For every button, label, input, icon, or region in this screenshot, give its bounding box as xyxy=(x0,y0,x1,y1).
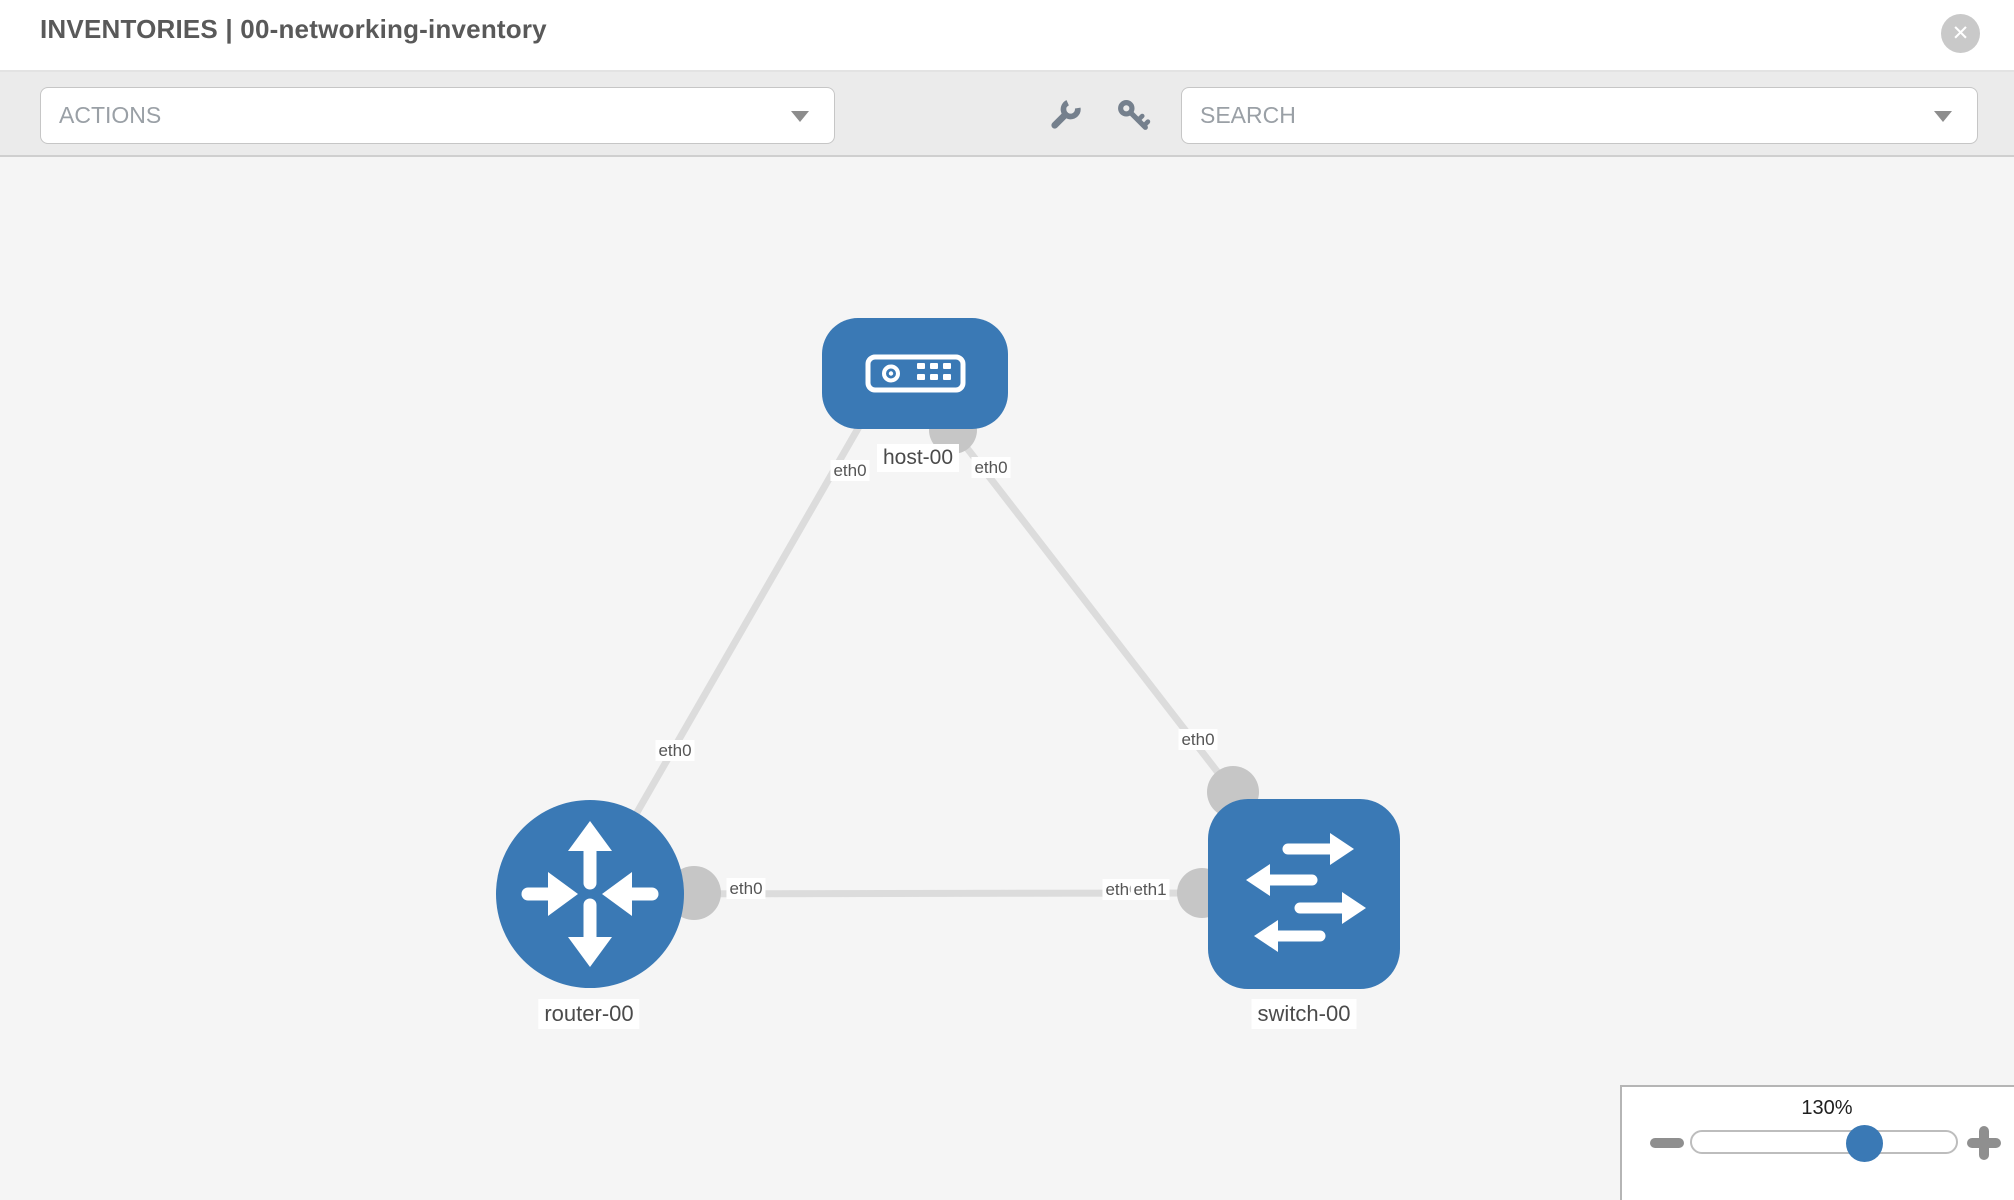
topology-canvas[interactable]: eth0 host-00 eth0 eth0 eth0 eth0 eth0 et… xyxy=(0,157,2014,1200)
key-icon[interactable] xyxy=(1116,98,1151,138)
page-title: INVENTORIES | 00-networking-inventory xyxy=(40,14,547,44)
chevron-down-icon xyxy=(1934,111,1952,122)
zoom-in-button[interactable] xyxy=(1965,1124,2005,1164)
node-label-switch: switch-00 xyxy=(1251,999,1357,1029)
topology-graph xyxy=(496,318,1400,989)
close-button[interactable]: ✕ xyxy=(1941,14,1980,53)
interface-label: eth0 xyxy=(830,460,870,482)
zoom-slider-thumb[interactable] xyxy=(1846,1125,1883,1162)
interface-label: eth0 xyxy=(726,878,766,900)
actions-dropdown-label: ACTIONS xyxy=(59,102,162,128)
toolbar: ACTIONS SEARCH xyxy=(0,72,2014,157)
actions-dropdown[interactable]: ACTIONS xyxy=(40,87,835,144)
host-icon xyxy=(865,354,966,393)
zoom-slider-track[interactable] xyxy=(1690,1130,1958,1154)
router-icon xyxy=(521,821,659,967)
wrench-icon[interactable] xyxy=(1046,98,1083,140)
node-switch[interactable] xyxy=(1208,799,1400,989)
interface-label: eth0 xyxy=(1178,729,1218,751)
header: INVENTORIES | 00-networking-inventory ✕ xyxy=(0,0,2014,72)
node-label-router: router-00 xyxy=(538,999,640,1029)
zoom-out-button[interactable] xyxy=(1650,1138,1684,1148)
node-label-host: host-00 xyxy=(876,444,960,473)
interface-label: eth0 xyxy=(655,740,695,762)
interface-label: eth1 xyxy=(1130,879,1170,901)
interface-label: eth0 xyxy=(971,457,1011,479)
search-dropdown[interactable]: SEARCH xyxy=(1181,87,1978,144)
node-host[interactable] xyxy=(822,318,1008,429)
zoom-level: 130% xyxy=(1801,1097,1853,1119)
zoom-panel: 130% xyxy=(1620,1085,2014,1200)
topology-links xyxy=(586,421,1237,898)
search-placeholder: SEARCH xyxy=(1200,102,1296,128)
interface-dots xyxy=(667,406,1259,920)
switch-icon xyxy=(1246,833,1366,952)
chevron-down-icon xyxy=(791,111,809,122)
node-router[interactable] xyxy=(496,800,684,988)
close-icon: ✕ xyxy=(1951,22,1970,45)
